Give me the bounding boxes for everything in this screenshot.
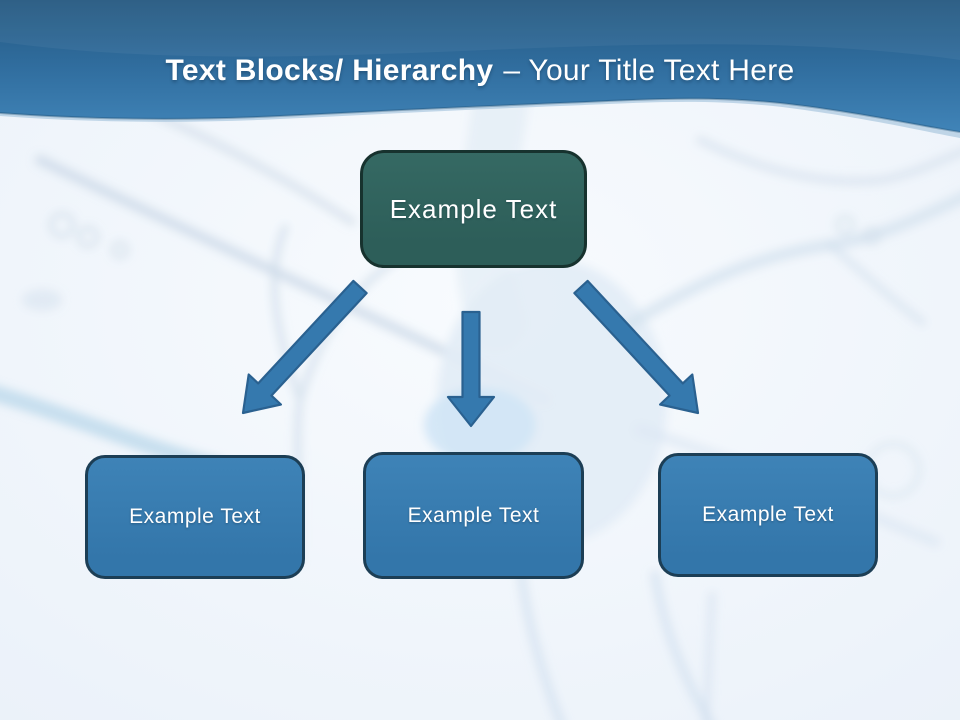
header-sheen (0, 0, 960, 60)
root-node-label: Example Text (389, 193, 558, 224)
page-title: Text Blocks/ Hierarchy – Your Title Text … (0, 55, 960, 87)
title-regular-text: – Your Title Text Here (503, 54, 795, 87)
header-band-edge (0, 97, 960, 133)
header-wave (0, 0, 960, 138)
title-bold-text: Text Blocks/ Hierarchy (165, 54, 494, 87)
child-node-label-3: Example Text (702, 503, 834, 526)
child-node-box-3: Example Text (658, 453, 878, 577)
root-node-box: Example Text (360, 150, 587, 268)
child-node-box-2: Example Text (363, 452, 584, 579)
header-band (0, 0, 960, 132)
child-node-label-2: Example Text (407, 503, 540, 527)
child-node-label-1: Example Text (129, 505, 261, 528)
child-node-box-1: Example Text (85, 455, 305, 579)
